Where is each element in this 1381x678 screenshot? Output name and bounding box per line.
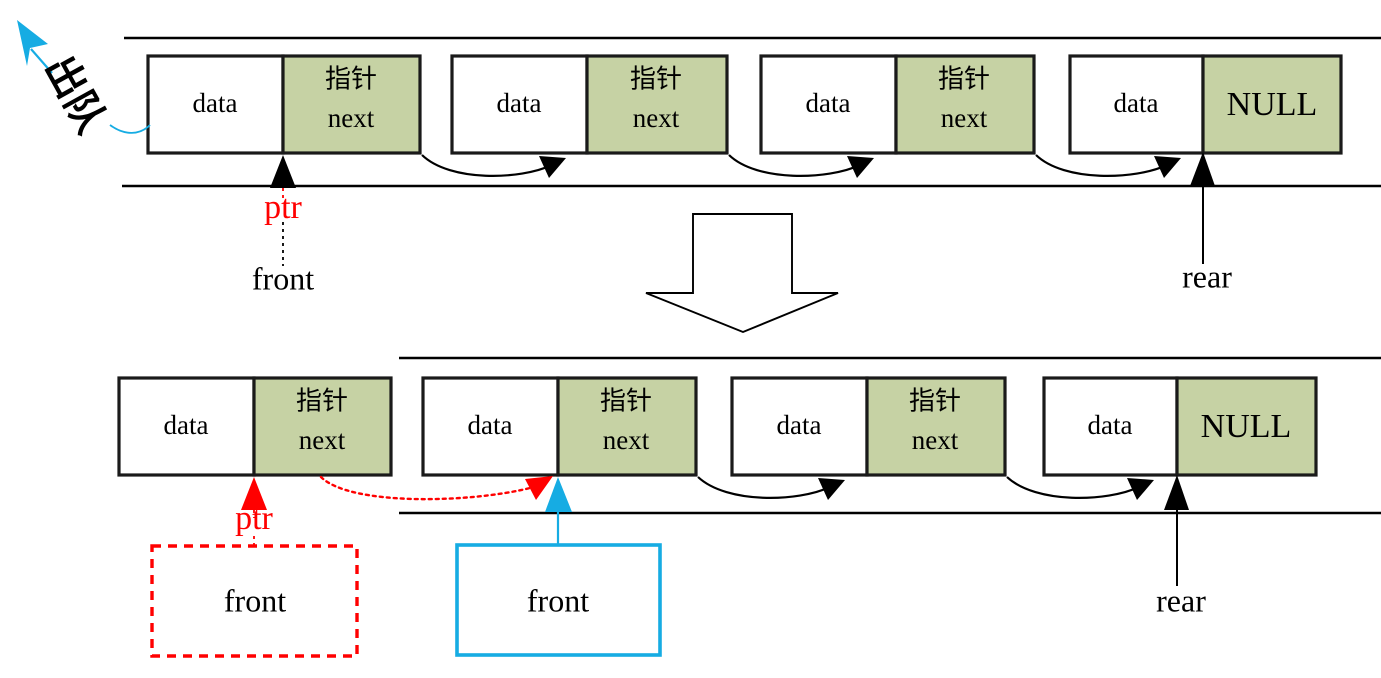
bottom-front-old-label: front (224, 582, 286, 618)
bottom-node-2-next-cell (556, 376, 698, 477)
bottom-rear-label: rear (1156, 582, 1206, 618)
bottom-node-4-next-cell (1175, 376, 1318, 477)
bottom-node-2-data-label: data (468, 410, 513, 440)
dequeue-connector-curve (109, 124, 151, 134)
front-new-box (455, 543, 662, 657)
bottom-link-3-to-4 (1006, 476, 1140, 499)
top-link-3-to-4-arrowhead-icon (1154, 156, 1181, 178)
top-link-2-to-3-arrowhead-icon (847, 156, 874, 178)
top-node-2-data-cell (450, 54, 589, 155)
top-node-1-next-en-label: next (328, 103, 375, 133)
bottom-node-3-next-cell (865, 376, 1007, 477)
dequeue-arrow-icon (17, 20, 48, 66)
bottom-node-1: data 指针 next (117, 376, 393, 477)
bottom-ptr-label: ptr (235, 500, 273, 537)
top-link-2-to-3 (728, 154, 861, 177)
bottom-node-3-data-label: data (777, 410, 822, 440)
top-front-label: front (252, 260, 314, 296)
top-node-4-next-cell (1201, 54, 1343, 155)
bottom-node-1-data-cell (117, 376, 256, 477)
top-rear-label: rear (1182, 258, 1232, 294)
top-node-3-next-en-label: next (941, 103, 988, 133)
bottom-link-2-to-3 (697, 476, 831, 499)
top-ptr-arrowhead-icon (270, 155, 296, 188)
bottom-node-2-data-cell (421, 376, 560, 477)
top-node-1-data-label: data (193, 88, 238, 118)
bottom-node-4: data NULL (1042, 376, 1318, 477)
bottom-node-3-next-en-label: next (912, 425, 959, 455)
top-rear-arrowhead-icon (1190, 152, 1215, 186)
top-node-3: data 指针 next (759, 54, 1036, 155)
top-node-2-data-label: data (497, 88, 542, 118)
top-node-3-data-label: data (806, 88, 851, 118)
bottom-node-4-data-label: data (1088, 410, 1133, 440)
top-ptr-label: ptr (264, 189, 302, 226)
top-node-1-next-cell (281, 54, 422, 155)
dequeue-arrow-stem (30, 48, 53, 74)
top-node-4-null-label: NULL (1227, 86, 1318, 123)
bottom-node-1-next-cjk-label: 指针 (296, 387, 348, 417)
top-node-1: data 指针 next (146, 54, 422, 155)
bottom-node-3-next-cjk-label: 指针 (909, 387, 961, 417)
top-link-3-to-4 (1035, 154, 1168, 177)
top-node-3-next-cjk-label: 指针 (938, 65, 990, 95)
top-node-4-data-label: data (1114, 88, 1159, 118)
bottom-link-3-to-4-arrowhead-icon (1127, 478, 1154, 500)
bottom-front-new-arrowhead-icon (545, 477, 572, 512)
bottom-front-new-label: front (527, 582, 589, 618)
top-link-1-to-2 (421, 154, 553, 177)
top-node-2-next-cell (585, 54, 729, 155)
bottom-link-1-to-2-arrowhead-icon (525, 476, 553, 500)
bottom-link-1-to-2-broken (319, 475, 532, 501)
dequeue-label: 出队 (35, 49, 115, 142)
top-node-4: data NULL (1068, 54, 1343, 155)
transition-down-arrow-icon (645, 213, 839, 334)
top-node-1-next-cjk-label: 指针 (325, 65, 377, 95)
bottom-node-4-null-label: NULL (1201, 408, 1292, 445)
top-node-1-data-cell (146, 54, 285, 155)
top-node-2: data 指针 next (450, 54, 729, 155)
bottom-node-2-next-cjk-label: 指针 (600, 387, 652, 417)
bottom-node-3: data 指针 next (730, 376, 1007, 477)
top-link-1-to-2-arrowhead-icon (539, 156, 566, 178)
bottom-node-1-data-label: data (164, 410, 209, 440)
top-node-3-next-cell (894, 54, 1036, 155)
top-node-2-next-cjk-label: 指针 (630, 65, 682, 95)
bottom-rear-arrowhead-icon (1164, 475, 1189, 510)
top-node-2-next-en-label: next (633, 103, 680, 133)
front-old-box (150, 544, 359, 658)
bottom-node-2: data 指针 next (421, 376, 698, 477)
bottom-node-1-next-cell (252, 376, 393, 477)
bottom-ptr-arrowhead-icon (241, 477, 267, 510)
bottom-node-1-next-en-label: next (299, 425, 346, 455)
bottom-link-2-to-3-arrowhead-icon (818, 478, 845, 500)
bottom-node-2-next-en-label: next (603, 425, 650, 455)
